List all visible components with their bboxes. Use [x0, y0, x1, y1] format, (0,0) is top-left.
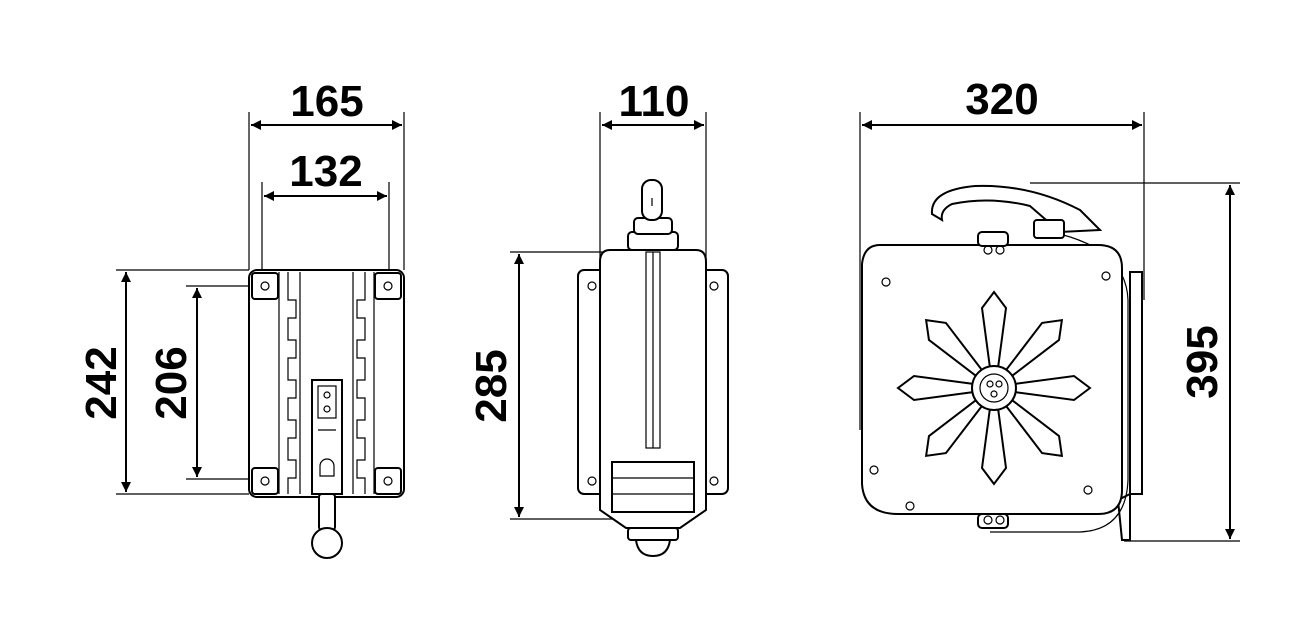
dim-label-395: 395	[1178, 325, 1227, 398]
view-2-side	[510, 112, 729, 558]
view-3-front	[859, 112, 1240, 542]
dim-label-165: 165	[290, 77, 363, 126]
dim-label-242: 242	[77, 346, 126, 419]
dim-label-320: 320	[965, 75, 1038, 124]
dim-label-206: 206	[147, 346, 196, 419]
view-1-back	[116, 112, 405, 559]
dim-label-285: 285	[467, 349, 516, 422]
dim-label-132: 132	[289, 147, 362, 196]
dim-label-110: 110	[619, 77, 690, 126]
